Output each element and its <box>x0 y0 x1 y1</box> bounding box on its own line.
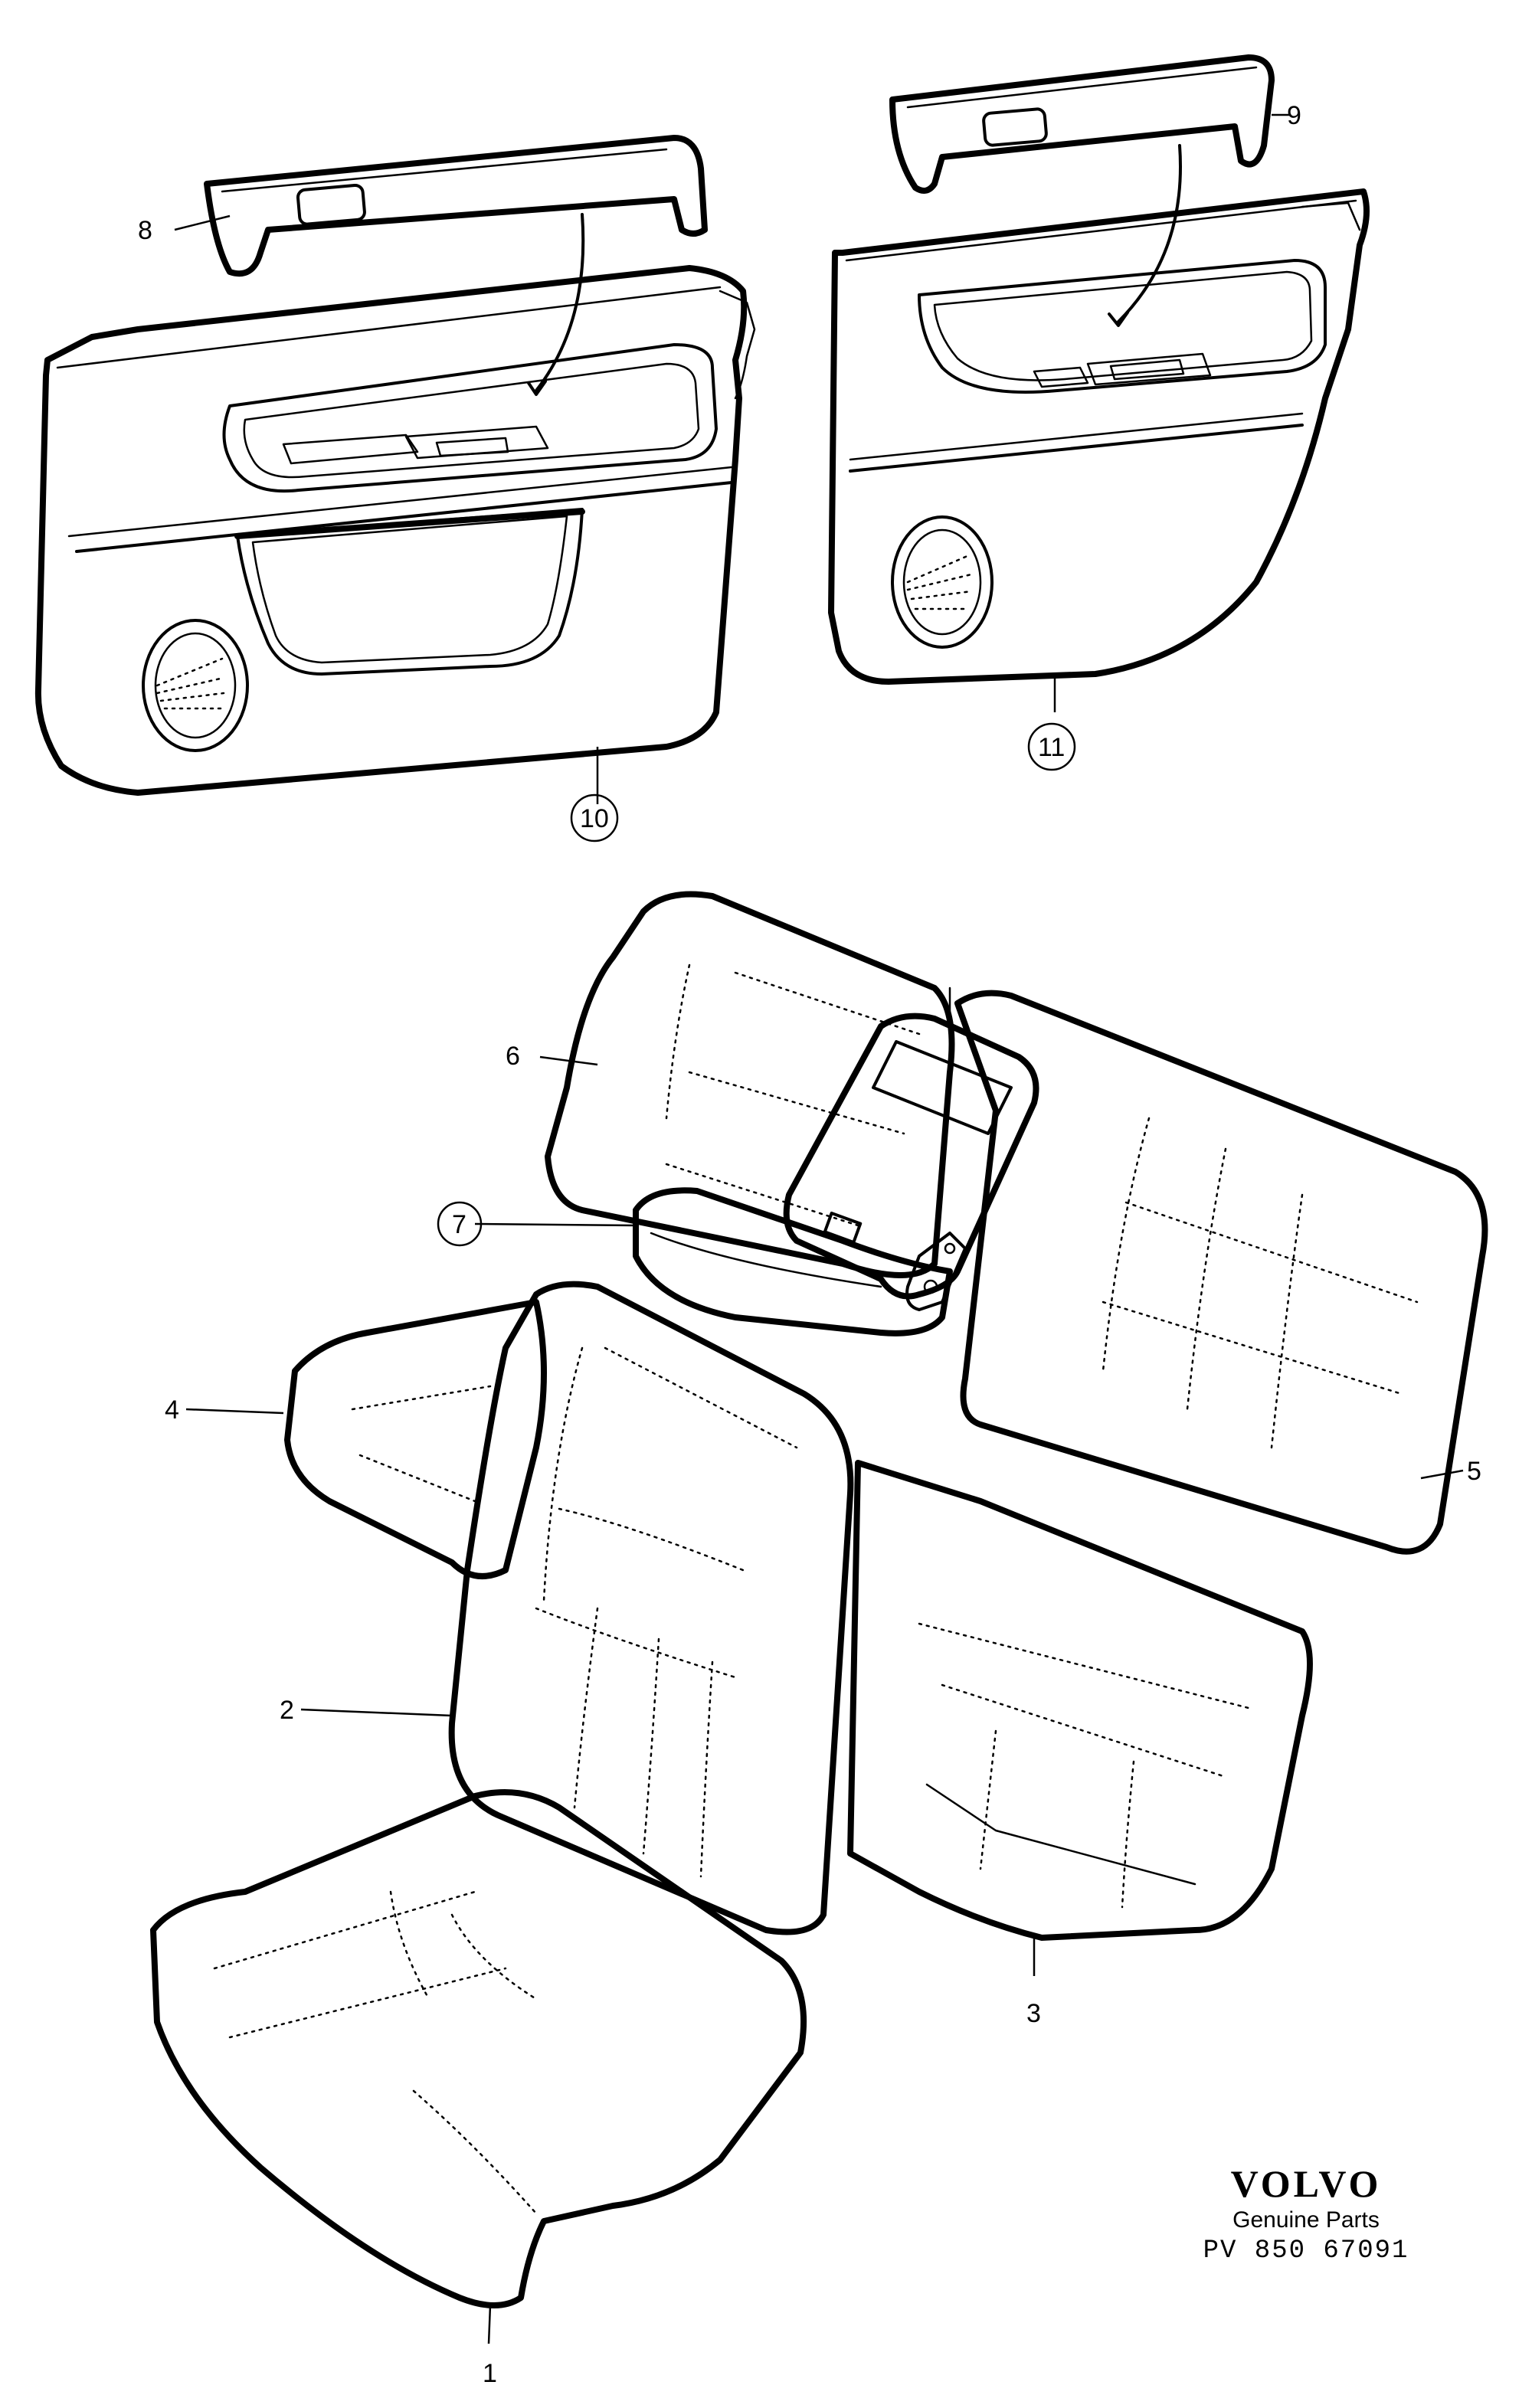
rear-door-top-trim <box>889 54 1275 194</box>
callout-8: 8 <box>138 216 152 245</box>
rear-cushion-left <box>284 1299 547 1579</box>
callout-10-circle <box>570 793 619 842</box>
volvo-logo: VOLVO <box>1230 2162 1382 2205</box>
leader-lines <box>174 113 1464 2344</box>
callout-4: 4 <box>165 1395 179 1425</box>
brand-subtitle: Genuine Parts <box>1232 2207 1380 2233</box>
rear-backrest-right <box>954 990 1488 1555</box>
rear-door-panel <box>828 188 1370 685</box>
diagram-code: PV 850 67091 <box>1203 2236 1409 2266</box>
assembly-arrows <box>527 144 1182 396</box>
callout-3: 3 <box>1026 1999 1041 2028</box>
front-seat-cushion <box>150 1789 807 2308</box>
callout-1: 1 <box>483 2359 497 2388</box>
callout-9: 9 <box>1287 101 1301 130</box>
rear-cushion-right <box>847 1460 1313 1941</box>
callout-10: 10 <box>580 804 609 833</box>
callout-2: 2 <box>280 1696 294 1725</box>
rear-backrest-left <box>545 891 955 1278</box>
callout-11: 11 <box>1038 733 1065 762</box>
callout-7: 7 <box>452 1210 466 1239</box>
callout-11-circle <box>1027 722 1076 771</box>
front-door-panel <box>34 265 756 796</box>
front-door-top-trim <box>204 135 708 277</box>
callout-labels: 1 2 3 4 5 6 7 8 9 10 11 <box>138 101 1481 2388</box>
center-armrest <box>633 1013 1039 1337</box>
front-seat-backrest <box>448 1281 854 1935</box>
callout-7-circle <box>437 1201 483 1247</box>
callout-6: 6 <box>506 1042 520 1071</box>
callout-5: 5 <box>1467 1457 1481 1486</box>
